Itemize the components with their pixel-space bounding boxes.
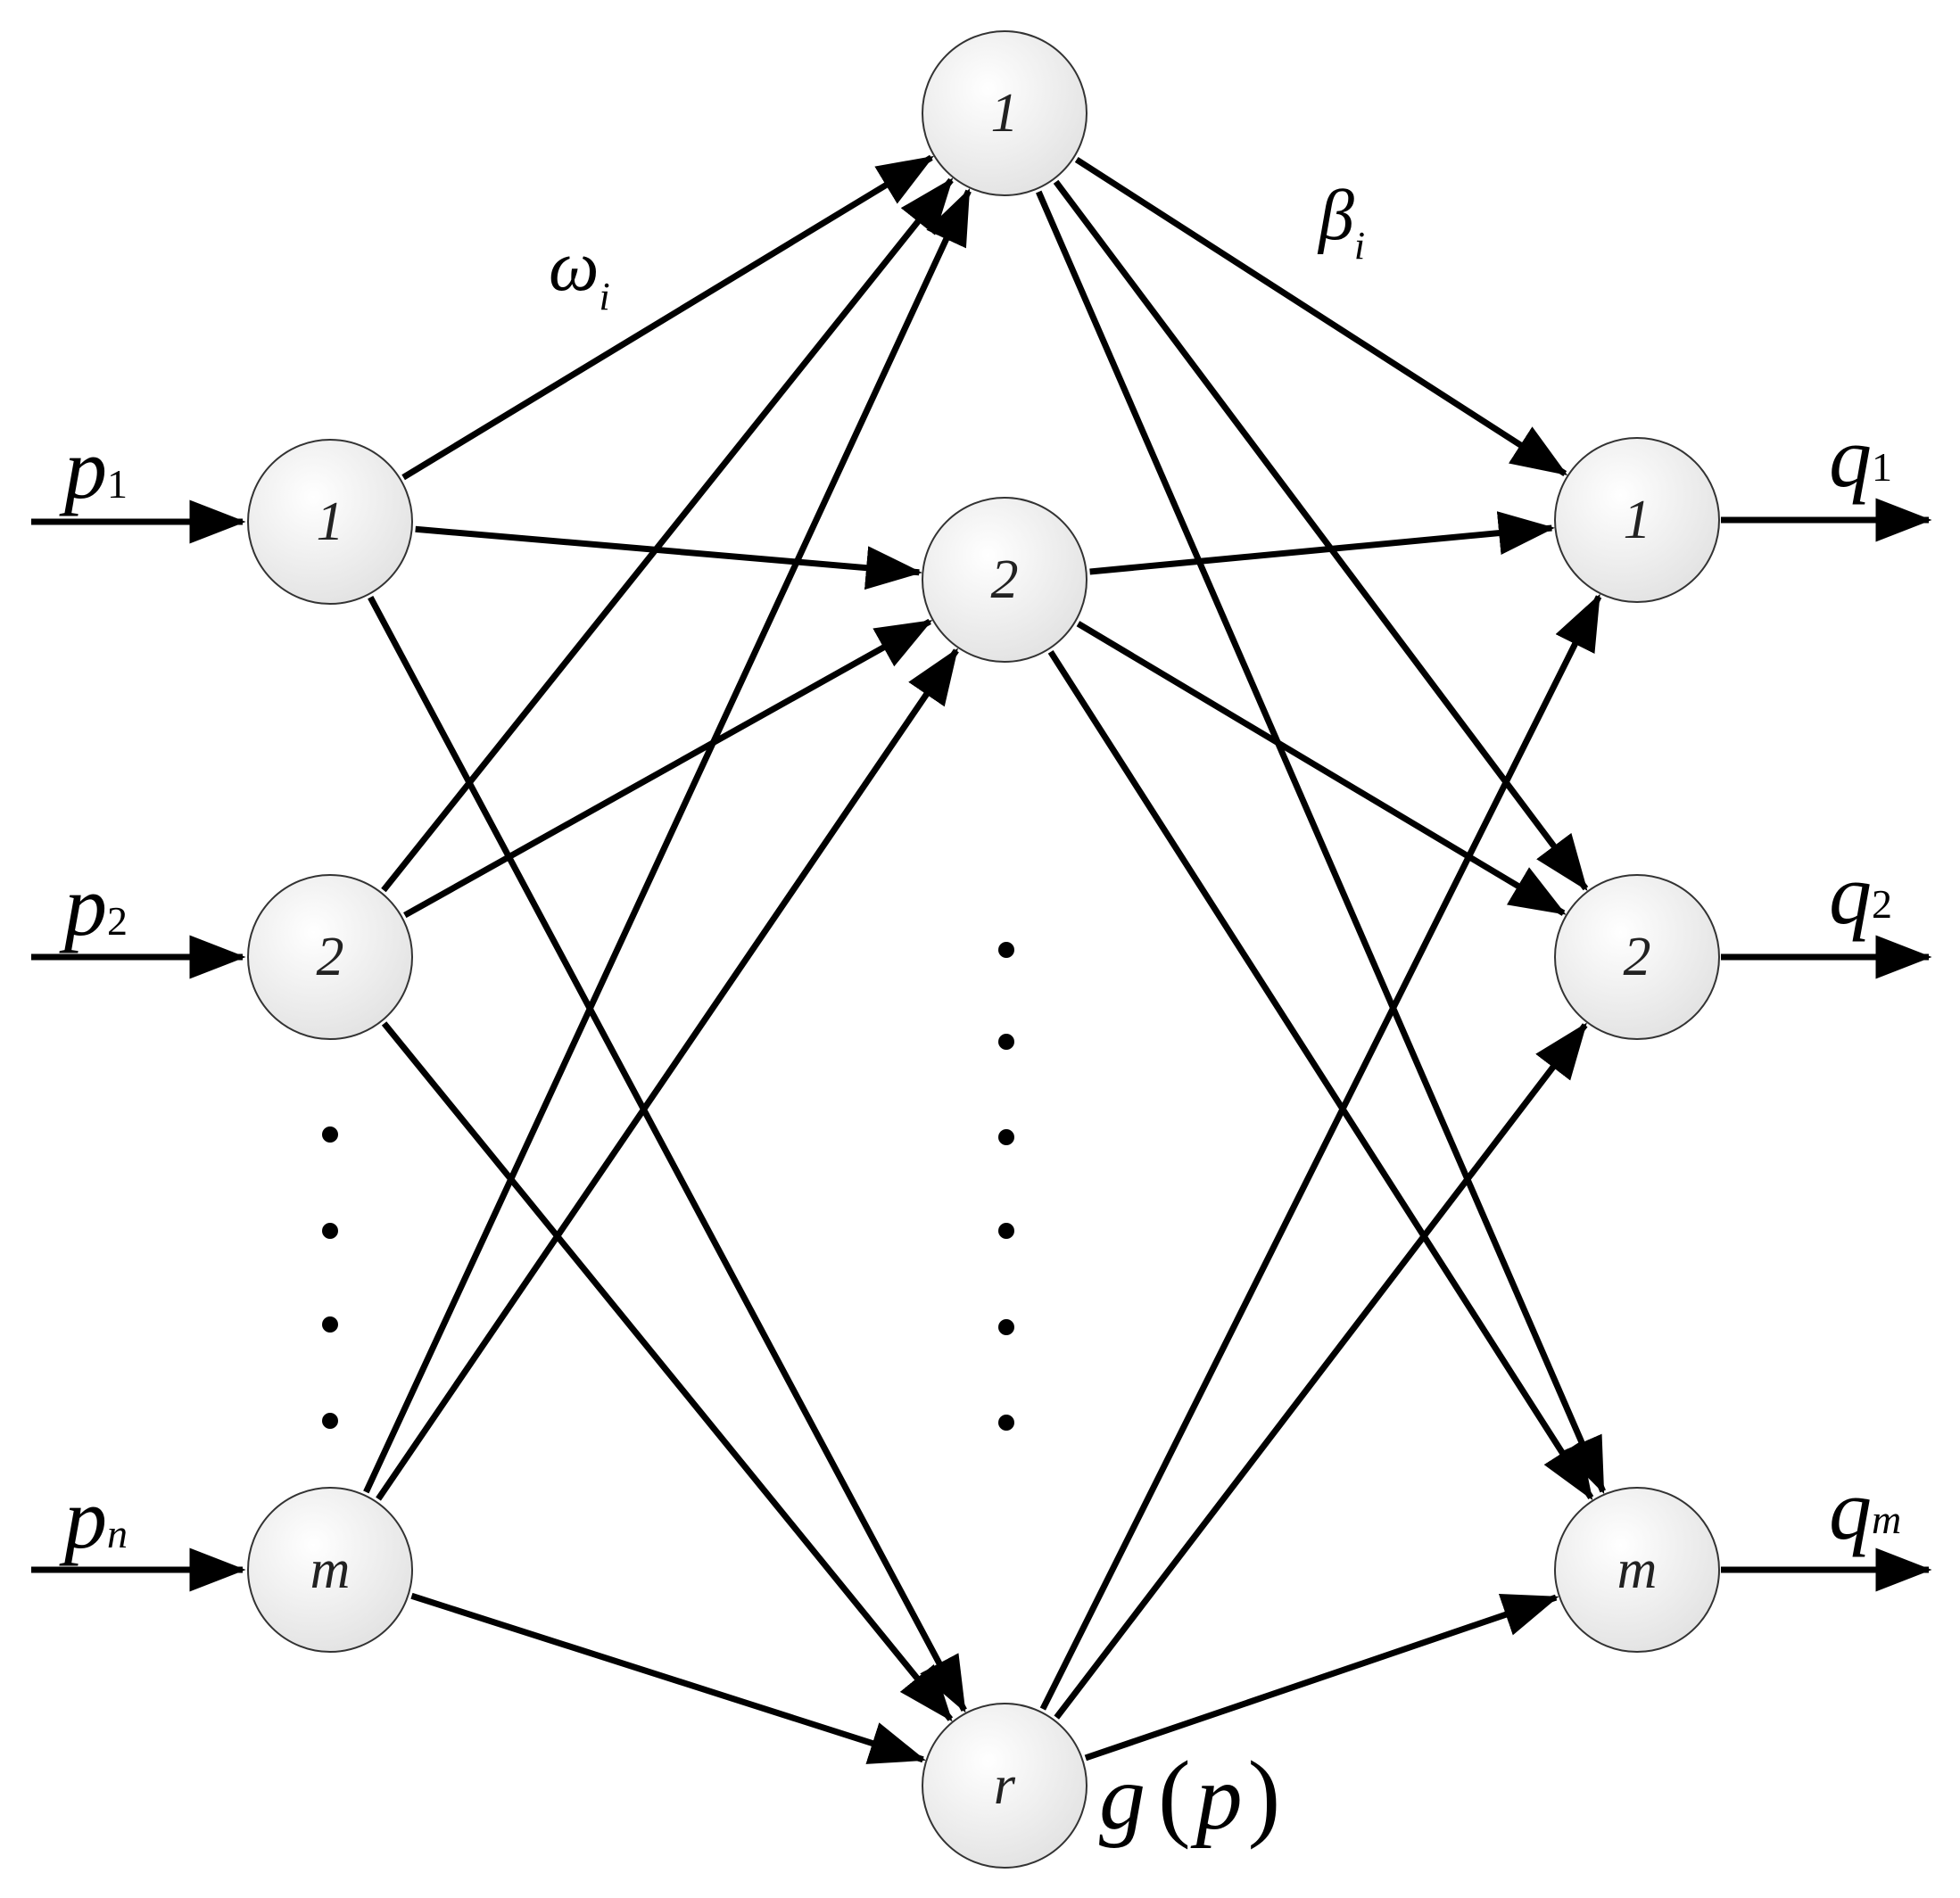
- edge-im-h2: [376, 648, 959, 1501]
- output-node-2: 2: [1554, 874, 1720, 1040]
- edge-i2-hr: [381, 1021, 954, 1722]
- output-signal-q1-sub: 1: [1872, 444, 1892, 490]
- input-signal-pn-sub: n: [107, 1511, 128, 1556]
- output-node-m: m: [1554, 1487, 1720, 1653]
- weight-omega-symbol: ω: [549, 227, 599, 306]
- output-signal-q2-sub: 2: [1872, 881, 1892, 927]
- edge-hr-o1: [1039, 593, 1602, 1711]
- output-node-2-label: 2: [1624, 927, 1651, 987]
- hidden-node-2-label: 2: [991, 549, 1019, 610]
- weight-omega-sub: i: [599, 275, 609, 318]
- input-ellipsis: [322, 1126, 338, 1429]
- edge-i2-h2: [403, 618, 933, 919]
- output-signal-q1: q1: [1829, 409, 1892, 505]
- output-signal-qm-sub: m: [1872, 1497, 1901, 1542]
- edge-i1-h1: [401, 154, 934, 481]
- input-node-m-label: m: [310, 1539, 351, 1600]
- output-signal-q2-symbol: q: [1829, 846, 1872, 942]
- input-signal-p1-symbol: p: [59, 421, 107, 516]
- input-signal-pn-symbol: p: [59, 1471, 107, 1566]
- hidden-node-1: 1: [922, 30, 1088, 196]
- edge-h1-om: [1036, 190, 1606, 1495]
- output-signal-qm-symbol: q: [1829, 1462, 1872, 1557]
- input-signal-p1: p1: [59, 421, 128, 516]
- input-signal-p1-sub: 1: [107, 461, 128, 507]
- activation-open-paren: (: [1158, 1741, 1191, 1850]
- input-node-1-label: 1: [317, 491, 344, 552]
- hidden-node-1-label: 1: [991, 83, 1019, 144]
- edge-i2-h1: [381, 177, 954, 893]
- weight-beta-sub: i: [1354, 224, 1365, 268]
- edge-h1-o2: [1053, 179, 1589, 891]
- output-signal-q1-symbol: q: [1829, 409, 1872, 505]
- activation-name: g: [1099, 1746, 1145, 1849]
- output-node-1-label: 1: [1624, 490, 1651, 550]
- io-arrows: [31, 498, 1932, 1592]
- edge-hr-om: [1084, 1594, 1559, 1762]
- output-node-1: 1: [1554, 437, 1720, 603]
- output-signal-q2: q2: [1829, 846, 1892, 942]
- hidden-node-r: r: [922, 1703, 1088, 1869]
- input-signal-p2-sub: 2: [107, 898, 128, 944]
- activation-arg: p: [1190, 1746, 1243, 1849]
- input-node-m: m: [247, 1487, 413, 1653]
- input-node-2-label: 2: [317, 927, 344, 987]
- edge-h2-o2: [1076, 621, 1567, 916]
- input-signal-p2: p2: [59, 858, 128, 953]
- edge-hr-o2: [1054, 1022, 1588, 1720]
- activation-close-paren: ): [1248, 1741, 1281, 1850]
- input-node-1: 1: [247, 439, 413, 605]
- activation-label: g(p): [1099, 1741, 1280, 1850]
- input-node-2: 2: [247, 874, 413, 1040]
- edge-i1-h2: [415, 525, 922, 590]
- input-signal-p2-symbol: p: [59, 858, 107, 953]
- weight-label-beta: βi: [1317, 177, 1365, 268]
- weight-label-omega: ωi: [549, 227, 610, 318]
- edge-im-hr: [410, 1592, 926, 1764]
- connections: [363, 154, 1606, 1764]
- hidden-node-2: 2: [922, 497, 1088, 663]
- input-signal-pn: pn: [59, 1471, 128, 1566]
- edge-h1-o1: [1074, 156, 1568, 477]
- weight-beta-symbol: β: [1317, 177, 1354, 255]
- output-node-m-label: m: [1617, 1539, 1658, 1600]
- edge-h2-o1: [1089, 511, 1555, 575]
- hidden-ellipsis: [998, 942, 1014, 1431]
- edge-im-h1: [363, 187, 972, 1494]
- hidden-node-r-label: r: [994, 1755, 1016, 1816]
- edge-h2-om: [1047, 650, 1594, 1501]
- output-signal-qm: qm: [1829, 1462, 1901, 1557]
